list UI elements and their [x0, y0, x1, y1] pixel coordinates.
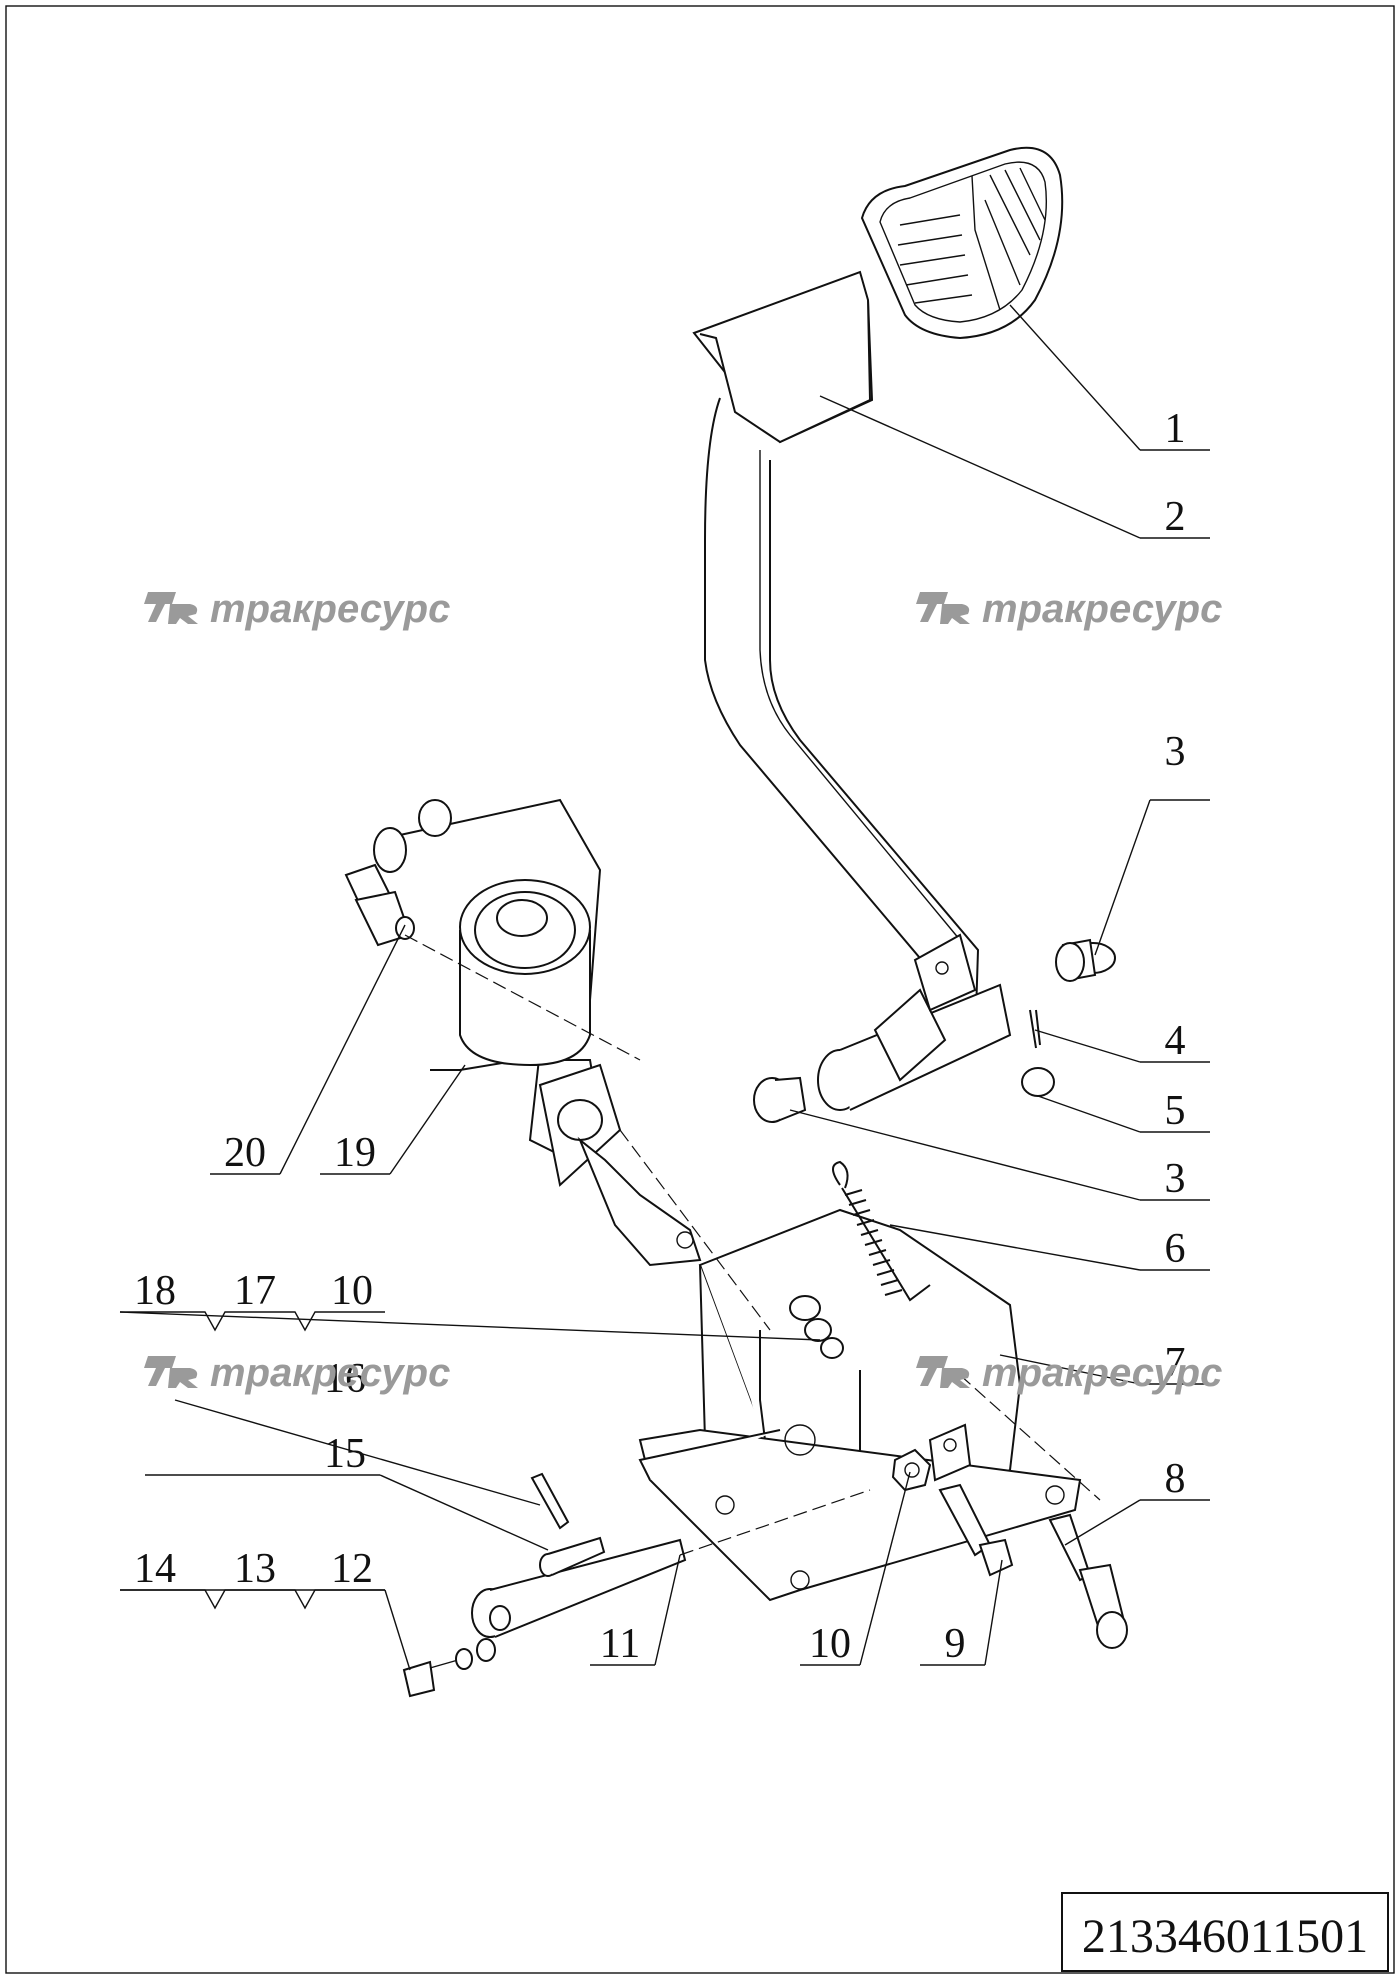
callout-3-bottom: 3	[1165, 1156, 1186, 1202]
bolt-9	[938, 1483, 1014, 1577]
tr-logo-icon	[144, 1356, 198, 1388]
clevis-pin	[1021, 1067, 1055, 1097]
tr-logo-icon	[916, 1356, 970, 1388]
bolt-14	[402, 1659, 459, 1698]
callout-8: 8	[1165, 1456, 1186, 1502]
pivot-pin	[471, 1538, 687, 1638]
banjo-bolt	[344, 863, 415, 947]
callout-2: 2	[1165, 494, 1186, 540]
pivot-hub	[817, 933, 1012, 1111]
watermark-text: тракресурс	[210, 587, 450, 631]
watermark-text: тракресурс	[982, 587, 1222, 631]
callout-6: 6	[1165, 1226, 1186, 1272]
assembly-guides	[404, 934, 1101, 1556]
callout-12: 12	[331, 1546, 373, 1592]
cotter-pin-16	[530, 1472, 570, 1530]
callout-15: 15	[324, 1431, 366, 1477]
callout-16: 16	[324, 1356, 366, 1402]
callout-3-top: 3	[1165, 729, 1186, 775]
callout-11: 11	[600, 1621, 640, 1667]
watermark-top-right: тракресурс	[916, 587, 1222, 631]
bushing-bottom	[753, 1076, 807, 1123]
pedal-arm	[692, 270, 980, 1052]
drawing-frame	[5, 5, 1395, 1974]
watermark-text: тракресурс	[210, 1351, 450, 1395]
bracket	[638, 1208, 1082, 1602]
cotter-pin	[1029, 1009, 1041, 1049]
leader-lines	[119, 304, 1210, 1671]
small-pin	[539, 1536, 606, 1577]
return-spring	[832, 1160, 931, 1302]
tr-logo-icon	[144, 592, 198, 624]
bushing-top	[1055, 938, 1116, 982]
callout-4: 4	[1165, 1018, 1186, 1064]
callout-18: 18	[134, 1268, 176, 1314]
callout-7: 7	[1165, 1340, 1186, 1386]
callout-10-upper: 10	[331, 1268, 373, 1314]
pedal-pad	[860, 146, 1064, 340]
callout-10-lower: 10	[809, 1621, 851, 1667]
washers	[455, 1638, 496, 1670]
callout-5: 5	[1165, 1088, 1186, 1134]
callout-19: 19	[334, 1130, 376, 1176]
watermark-mid-left: тракресурс	[144, 1351, 450, 1395]
tr-logo-icon	[916, 592, 970, 624]
watermark-text: тракресурс	[982, 1351, 1222, 1395]
watermark-top-left: тракресурс	[144, 587, 450, 631]
nut-lower	[891, 1448, 932, 1492]
callout-1: 1	[1165, 406, 1186, 452]
callout-13: 13	[234, 1546, 276, 1592]
callout-9: 9	[945, 1621, 966, 1667]
code-box	[1061, 1892, 1389, 1972]
watermark-mid-right: тракресурс	[916, 1351, 1222, 1395]
callout-17: 17	[234, 1268, 276, 1314]
brake-light-switch	[1048, 1513, 1128, 1649]
callout-20: 20	[224, 1130, 266, 1176]
drawing-code: 213346011501	[1082, 1910, 1368, 1963]
callout-14: 14	[134, 1546, 176, 1592]
master-cylinder	[373, 798, 702, 1267]
